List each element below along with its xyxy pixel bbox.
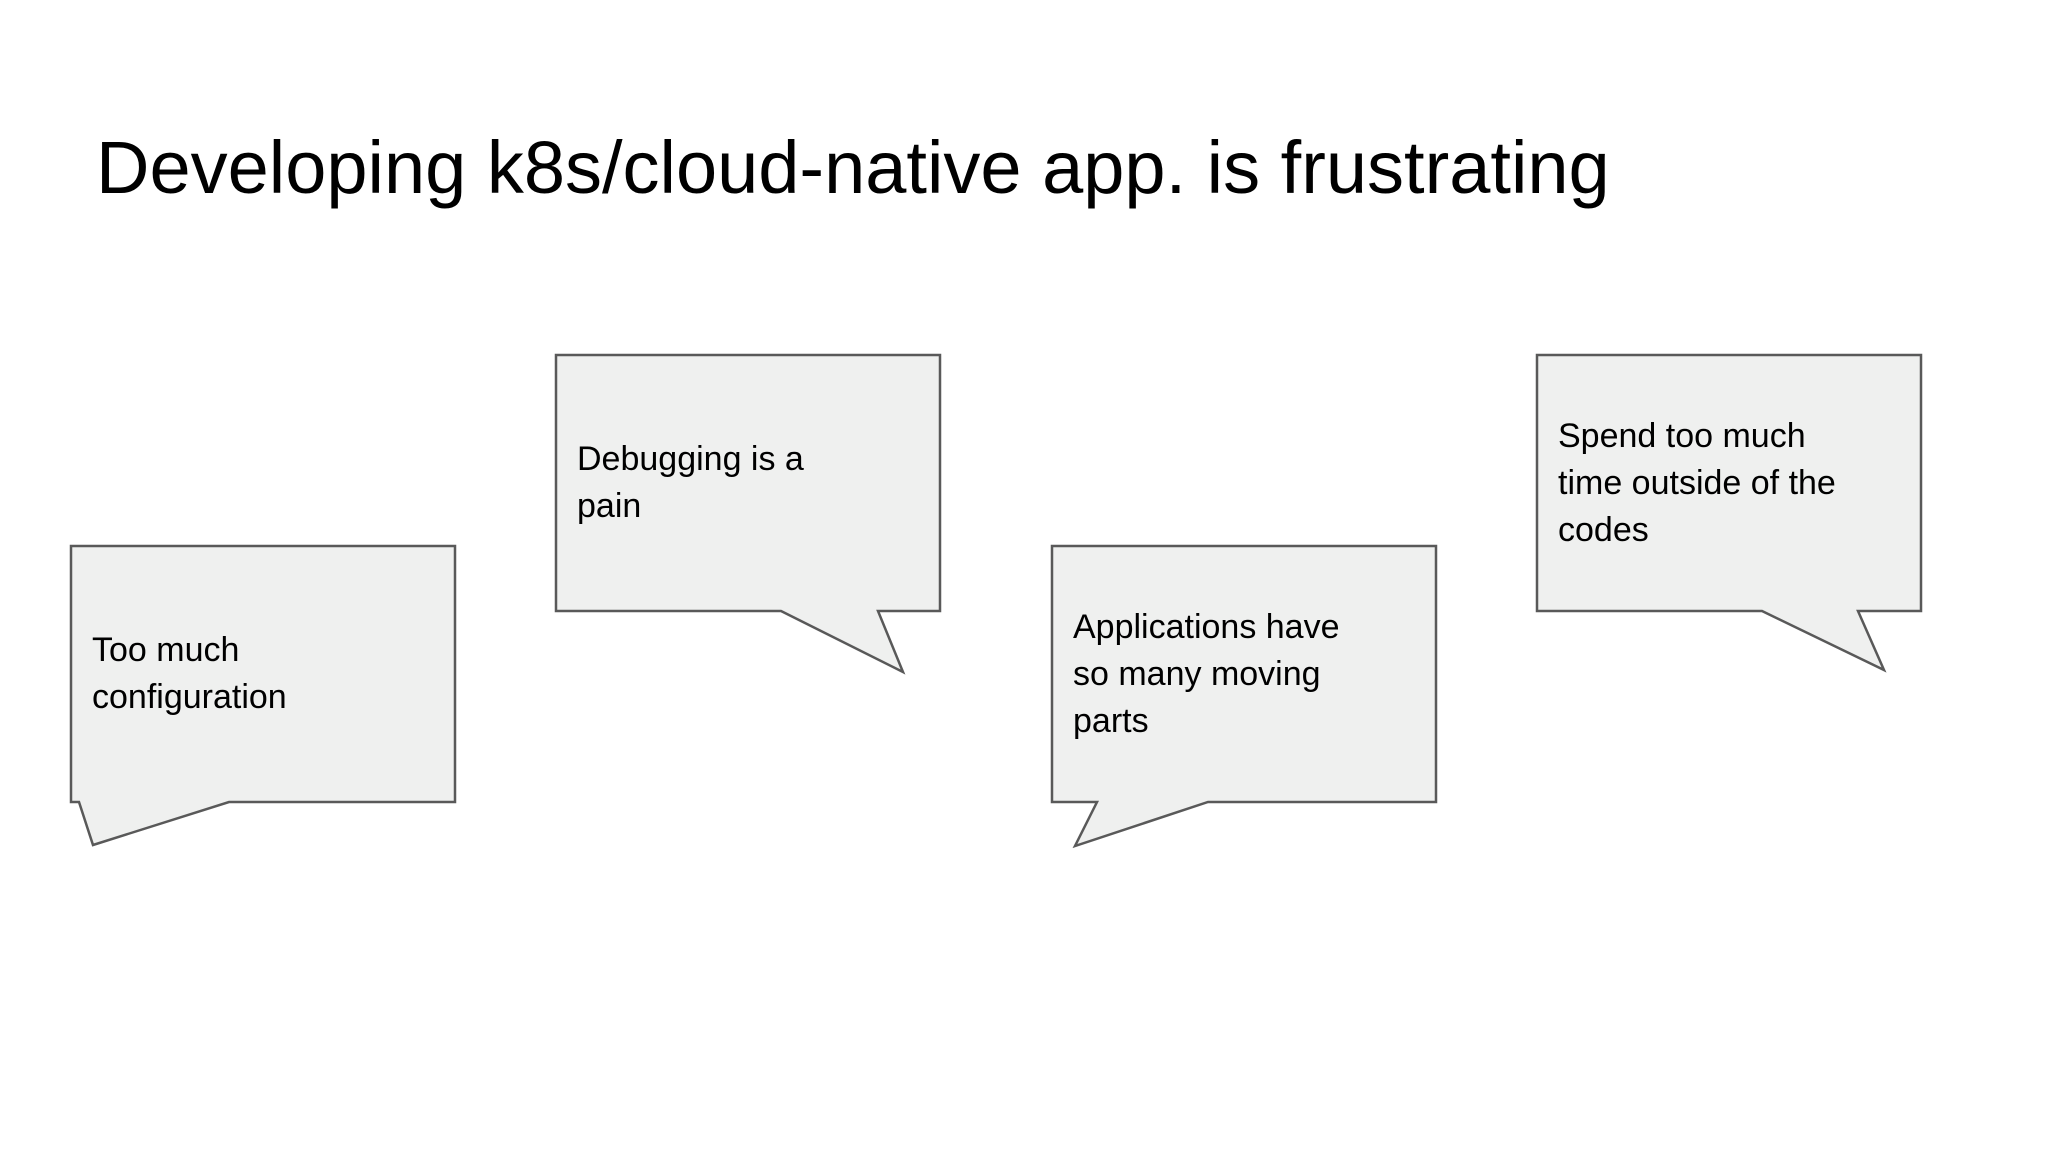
speech-bubble: Too much configuration [69,544,457,847]
speech-bubble-shape [554,353,942,675]
speech-bubble-text: Spend too much time outside of the codes [1558,416,1836,549]
speech-bubble-text: Debugging is a pain [577,440,804,525]
speech-bubble-shape [1535,353,1923,673]
speech-bubble-shape [69,544,457,847]
speech-bubble: Spend too much time outside of the codes [1535,353,1923,673]
slide-title: Developing k8s/cloud-native app. is frus… [96,126,1610,209]
speech-bubble: Debugging is a pain [554,353,942,675]
speech-bubble-text: Applications have so many moving parts [1073,607,1340,740]
speech-bubble-shape [1050,544,1438,849]
speech-bubble: Applications have so many moving parts [1050,544,1438,849]
speech-bubble-text: Too much configuration [92,631,287,716]
